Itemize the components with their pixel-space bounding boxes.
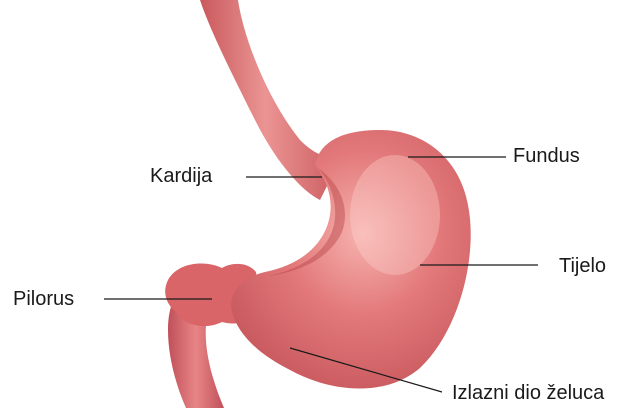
stomach-body-shape [231, 130, 470, 389]
label-pilorus: Pilorus [13, 289, 74, 309]
label-kardija: Kardija [150, 166, 212, 186]
stomach-highlight [350, 155, 440, 275]
label-tijelo: Tijelo [559, 256, 606, 276]
label-izlazni-dio-zeluca: Izlazni dio želuca [452, 383, 604, 403]
label-fundus: Fundus [513, 146, 580, 166]
